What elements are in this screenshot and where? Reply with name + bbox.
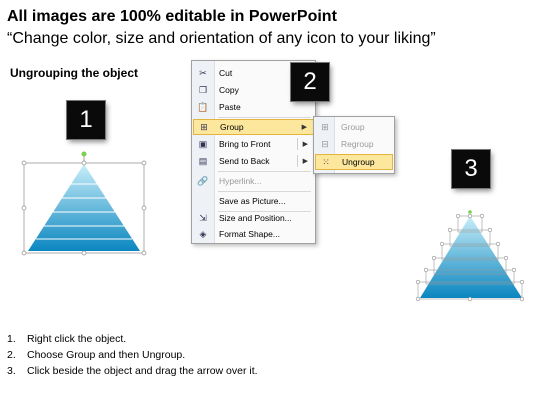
menu-item-format-shape[interactable]: ◈ Format Shape... <box>193 226 314 242</box>
step-text: Choose Group and then Ungroup. <box>27 349 186 361</box>
step-badge-2: 2 <box>291 63 329 101</box>
group-icon: ⊞ <box>321 121 329 132</box>
context-menu: ✂ Cut ❐ Copy 📋 Paste ⊞ Group ▶ ▣ Bring t… <box>191 60 316 244</box>
group-submenu: ⊞ Group ⊟ Regroup ⁙ Ungroup <box>313 116 395 174</box>
menu-item-send-to-back[interactable]: ▤ Send to Back ▶ <box>193 153 314 169</box>
pyramid-object-ungrouped[interactable] <box>412 210 530 302</box>
paste-icon: 📋 <box>197 101 209 112</box>
pyramid-object-grouped[interactable] <box>20 150 155 260</box>
step-badge-3: 3 <box>452 150 490 188</box>
format-shape-icon: ◈ <box>199 228 207 239</box>
step-number: 3. <box>7 365 16 377</box>
headline: All images are 100% editable in PowerPoi… <box>7 8 337 25</box>
step-text: Click beside the object and drag the arr… <box>27 365 258 377</box>
ungroup-icon: ⁙ <box>322 156 330 167</box>
step-number: 1. <box>7 333 16 345</box>
step-item: 2. Choose Group and then Ungroup. <box>7 347 258 363</box>
menu-item-hyperlink[interactable]: 🔗 Hyperlink... <box>193 173 314 189</box>
menu-item-size-and-position[interactable]: ⇲ Size and Position... <box>193 210 314 226</box>
section-title: Ungrouping the object <box>10 66 138 80</box>
menu-item-label: Bring to Front <box>219 139 271 149</box>
menu-item-label: Format Shape... <box>219 229 280 239</box>
menu-separator <box>218 191 311 192</box>
menu-icon-column <box>192 61 215 243</box>
step-text: Right click the object. <box>27 333 127 345</box>
menu-item-label: Hyperlink... <box>219 176 262 186</box>
menu-separator <box>218 211 311 212</box>
menu-item-label: Regroup <box>341 139 374 149</box>
submenu-item-regroup[interactable]: ⊟ Regroup <box>315 136 393 152</box>
subheadline: “Change color, size and orientation of a… <box>7 30 436 47</box>
step-badge-1: 1 <box>67 101 105 139</box>
menu-item-paste[interactable]: 📋 Paste <box>193 99 314 115</box>
split-divider <box>297 155 298 167</box>
menu-item-label: Cut <box>219 68 233 78</box>
submenu-item-group[interactable]: ⊞ Group <box>315 119 393 135</box>
send-to-back-icon: ▤ <box>198 155 208 166</box>
step-number: 2. <box>7 349 16 361</box>
hyperlink-icon: 🔗 <box>197 175 209 186</box>
menu-item-bring-to-front[interactable]: ▣ Bring to Front ▶ <box>193 136 314 152</box>
menu-item-group[interactable]: ⊞ Group ▶ <box>193 119 314 135</box>
instruction-steps: 1. Right click the object. 2. Choose Gro… <box>7 331 258 379</box>
step-item: 3. Click beside the object and drag the … <box>7 363 258 379</box>
submenu-arrow-icon: ▶ <box>302 158 308 165</box>
menu-item-label: Group <box>220 122 244 132</box>
menu-item-label: Paste <box>219 102 241 112</box>
step-item: 1. Right click the object. <box>7 331 258 347</box>
bring-to-front-icon: ▣ <box>198 138 208 149</box>
size-position-icon: ⇲ <box>199 212 207 223</box>
menu-separator <box>218 117 311 118</box>
group-icon: ⊞ <box>200 121 208 132</box>
menu-item-label: Size and Position... <box>219 213 292 223</box>
menu-item-label: Save as Picture... <box>219 196 286 206</box>
menu-item-copy[interactable]: ❐ Copy <box>193 82 314 98</box>
menu-item-label: Group <box>341 122 365 132</box>
menu-item-label: Copy <box>219 85 239 95</box>
copy-icon: ❐ <box>198 84 208 95</box>
submenu-arrow-icon: ▶ <box>302 141 308 148</box>
split-divider <box>297 138 298 150</box>
scissors-icon: ✂ <box>199 67 207 78</box>
menu-item-save-as-picture[interactable]: Save as Picture... <box>193 193 314 209</box>
menu-separator <box>218 171 311 172</box>
submenu-item-ungroup[interactable]: ⁙ Ungroup <box>315 154 393 170</box>
menu-item-label: Send to Back <box>219 156 270 166</box>
submenu-arrow-icon: ▶ <box>301 124 307 131</box>
menu-item-cut[interactable]: ✂ Cut <box>193 65 314 81</box>
regroup-icon: ⊟ <box>321 138 329 149</box>
menu-item-label: Ungroup <box>342 157 375 167</box>
